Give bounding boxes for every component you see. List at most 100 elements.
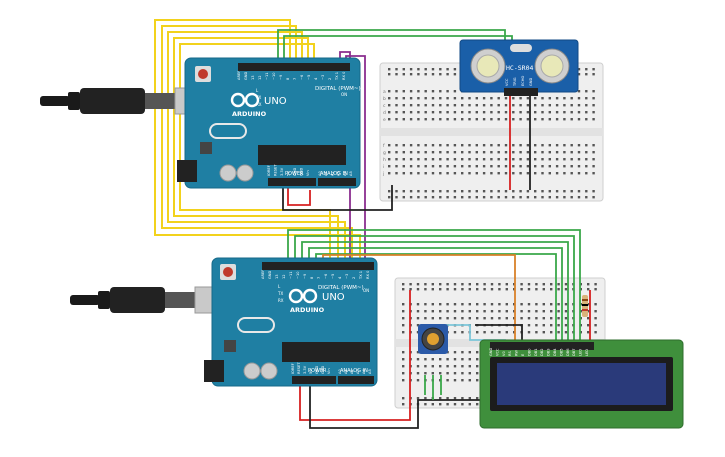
breadboard-hole [592,104,595,107]
breadboard-hole [577,111,581,114]
breadboard-hole [541,196,544,199]
breadboard-hole [461,196,464,199]
breadboard-hole [550,324,553,327]
breadboard-hole [416,365,420,368]
arduino-bottom-analog-pin-label: A1 [344,369,348,374]
breadboard-hole [446,397,449,400]
reset-button [220,264,236,280]
breadboard-hole [431,151,435,154]
breadboard-hole [461,97,464,100]
breadboard-hole [519,196,522,199]
breadboard-hole [526,144,530,147]
breadboard-hole [453,303,457,306]
breadboard-hole [439,317,442,320]
breadboard-hole [476,358,479,361]
breadboard-hole [402,303,405,306]
breadboard-hole [468,172,471,175]
arduino-top-analog-pin-label: A5 [349,171,353,176]
breadboard-hole [541,190,544,193]
breadboard-hole [417,97,420,100]
breadboard-hole [498,303,501,306]
usb-cable-bottom [70,286,226,314]
breadboard-hole [402,379,405,382]
breadboard-hole [453,317,457,320]
breadboard-hole [461,303,464,306]
breadboard-hole [498,317,501,320]
breadboard-hole [388,104,391,107]
breadboard-hole [563,172,566,175]
arduino-top-digital-pin-label: 7 [293,78,297,80]
breadboard-hole [395,104,398,107]
arduino-top-analog-pin-label: A4 [343,171,347,176]
breadboard-hole [461,358,464,361]
breadboard-hole [439,111,442,114]
breadboard-hole [453,97,457,100]
breadboard-hole [461,104,464,107]
breadboard-hole [453,283,457,286]
breadboard-hole [550,317,553,320]
breadboard-hole [453,172,457,175]
lcd-pin-label: V0 [502,351,506,356]
breadboard-hole [548,165,551,168]
breadboard-hole [431,283,434,286]
breadboard-hole [535,310,538,313]
breadboard-hole [548,158,551,161]
breadboard-hole [564,331,568,334]
breadboard-hole [424,403,427,406]
breadboard-hole [520,310,523,313]
potentiometer [418,324,448,354]
breadboard-hole [409,90,413,93]
breadboard-hole [431,310,434,313]
breadboard-hole [453,288,457,291]
breadboard-hole [564,310,568,313]
breadboard-hole [585,196,588,199]
resistor [582,295,588,317]
arduino-uno-bottom: DIGITAL (PWM~) ARDUINO UNO POWER ANALOG … [204,257,378,387]
breadboard-hole [476,379,479,382]
breadboard-hole [555,97,559,100]
breadboard-hole [555,111,559,114]
breadboard-hole [577,196,581,199]
breadboard-hole [439,303,442,306]
breadboard-hole [577,172,581,175]
breadboard-hole [497,111,500,114]
breadboard-hole [431,90,435,93]
breadboard-hole [424,288,427,291]
breadboard-hole [555,172,559,175]
breadboard-hole [534,151,537,154]
hc-sr04-sensor: HC-SR04 [459,39,579,96]
breadboard-hole [395,158,398,161]
breadboard-hole [512,104,515,107]
breadboard-hole [431,372,434,375]
analog-header [338,376,374,384]
breadboard-hole [453,403,457,406]
breadboard-hole [534,158,537,161]
breadboard-hole [483,310,486,313]
breadboard-hole [534,196,537,199]
breadboard-hole [446,165,449,168]
breadboard-hole [417,165,420,168]
breadboard-hole [409,172,413,175]
breadboard-hole [504,190,508,193]
breadboard-hole [557,283,560,286]
breadboard-hole [526,151,530,154]
breadboard-hole [417,172,420,175]
breadboard-hole [431,73,435,76]
breadboard-hole [585,118,588,121]
breadboard-hole [439,310,442,313]
breadboard-hole [388,111,391,114]
arduino-top-led-label: L [256,88,259,93]
breadboard-hole [446,190,449,193]
breadboard-hole [555,144,559,147]
breadboard-hole [483,317,486,320]
breadboard-hole [555,196,559,199]
breadboard-hole [555,190,559,193]
breadboard-hole [541,151,544,154]
arduino-top-led-label: TX [255,95,261,100]
digital-label: DIGITAL (PWM~) [318,285,364,291]
breadboard-hole [550,303,553,306]
breadboard-hole [585,172,588,175]
breadboard-hole [424,365,427,368]
breadboard-hole [475,118,478,121]
breadboard-hole [497,190,500,193]
